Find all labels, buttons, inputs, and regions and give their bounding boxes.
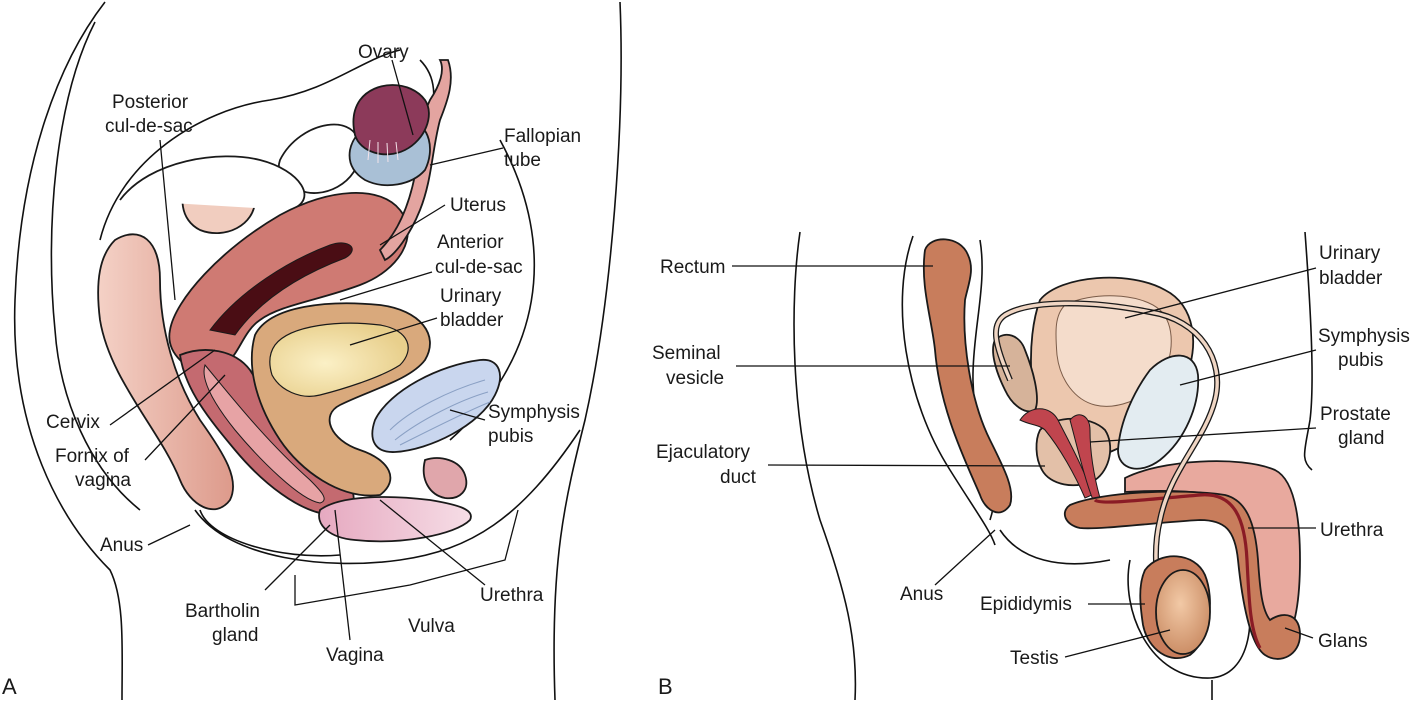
label-urethra-b: Urethra [1320, 520, 1384, 541]
ovary-fringe-a [367, 139, 399, 163]
thigh-a [199, 509, 341, 557]
label-anus-a: Anus [100, 535, 143, 556]
label-prostate-line2: gland [1338, 428, 1385, 449]
bladder-lumen-a [269, 322, 409, 397]
label-seminal-vesicle-line2: vesicle [666, 368, 724, 389]
label-fallopian-tube-line2: tube [504, 150, 541, 171]
label-urinary-bladder-b-line1: Urinary [1319, 243, 1381, 264]
corpus-spongiosum-b [1063, 490, 1301, 660]
body-contour-a [50, 21, 141, 511]
label-ejaculatory-duct-line2: duct [720, 467, 757, 488]
labels-b: Rectum Urinary bladder Seminal vesicle S… [652, 243, 1410, 699]
label-symphysis-pubis-a-line1: Symphysis [488, 402, 580, 423]
label-prostate-line1: Prostate [1320, 404, 1391, 425]
label-ovary-a: Ovary [358, 42, 409, 63]
label-fornix-line1: Fornix of [55, 446, 130, 467]
label-rectum-b: Rectum [660, 257, 725, 278]
label-posterior-cul-de-sac-line2: cul-de-sac [105, 116, 193, 137]
thigh-b [999, 529, 1213, 700]
leaders-a [109, 59, 504, 641]
label-urinary-bladder-a-line2: bladder [440, 310, 504, 331]
label-posterior-cul-de-sac-line1: Posterior [112, 92, 189, 113]
label-glans-b: Glans [1318, 631, 1368, 652]
label-symphysis-pubis-b-line1: Symphysis [1318, 326, 1410, 347]
label-anterior-cul-de-sac-line2: cul-de-sac [435, 257, 523, 278]
vulva-bracket-a [294, 509, 519, 606]
panel-a-female: Ovary Posterior cul-de-sac Fallopian tub… [2, 1, 622, 701]
symphysis-pubis-a [371, 359, 501, 453]
label-fallopian-tube-line1: Fallopian [504, 126, 581, 147]
label-ejaculatory-duct-line1: Ejaculatory [656, 442, 750, 463]
testis-b [1155, 569, 1211, 655]
label-symphysis-pubis-a-line2: pubis [488, 426, 533, 447]
label-urinary-bladder-a-line1: Urinary [440, 286, 502, 307]
label-uterus-a: Uterus [450, 195, 506, 216]
body-outline-front-a [553, 1, 622, 701]
urethra-b [1093, 493, 1262, 649]
leaders-b [732, 265, 1317, 658]
label-anus-b: Anus [900, 584, 943, 605]
panel-letter-a: A [2, 674, 17, 699]
symphysis-lines-a [389, 379, 491, 446]
body-outline-back-a [13, 1, 124, 701]
panel-letter-b: B [658, 674, 673, 699]
label-testis-b: Testis [1010, 648, 1059, 669]
label-vagina-a: Vagina [326, 645, 384, 666]
label-anterior-cul-de-sac-line1: Anterior [437, 232, 504, 253]
body-outline-front-b [1303, 231, 1313, 471]
labels-a: Ovary Posterior cul-de-sac Fallopian tub… [2, 42, 581, 699]
rectum-b [922, 238, 1013, 514]
vas-deferens-inner-b [994, 301, 1219, 641]
label-epididymis-b: Epididymis [980, 594, 1072, 615]
peritoneum-a [99, 49, 401, 241]
label-urinary-bladder-b-line2: bladder [1319, 268, 1383, 289]
label-bartholin-line2: gland [212, 625, 259, 646]
label-seminal-vesicle-line1: Seminal [652, 343, 721, 364]
vagina-inner-a [203, 363, 325, 504]
ejaculatory-ducts-b2 [1069, 414, 1101, 501]
uterine-cavity-a [209, 242, 353, 336]
body-contour-b [901, 235, 996, 546]
symphysis-pubis-b [1117, 354, 1200, 470]
rectum-a [97, 233, 235, 511]
label-fornix-line2: vagina [75, 470, 131, 491]
clitoris-a [422, 457, 468, 500]
ovary-a [352, 84, 430, 156]
panel-b-male: Rectum Urinary bladder Seminal vesicle S… [652, 231, 1410, 701]
label-urethra-a: Urethra [480, 585, 544, 606]
body-outline-back-b [793, 231, 857, 701]
perineum-a [194, 429, 581, 565]
vulva-a [318, 496, 472, 543]
label-vulva-a: Vulva [408, 616, 455, 637]
label-symphysis-pubis-b-line2: pubis [1338, 350, 1383, 371]
label-bartholin-line1: Bartholin [185, 601, 260, 622]
bowel-loop-c [119, 155, 306, 211]
label-cervix-a: Cervix [46, 412, 100, 433]
